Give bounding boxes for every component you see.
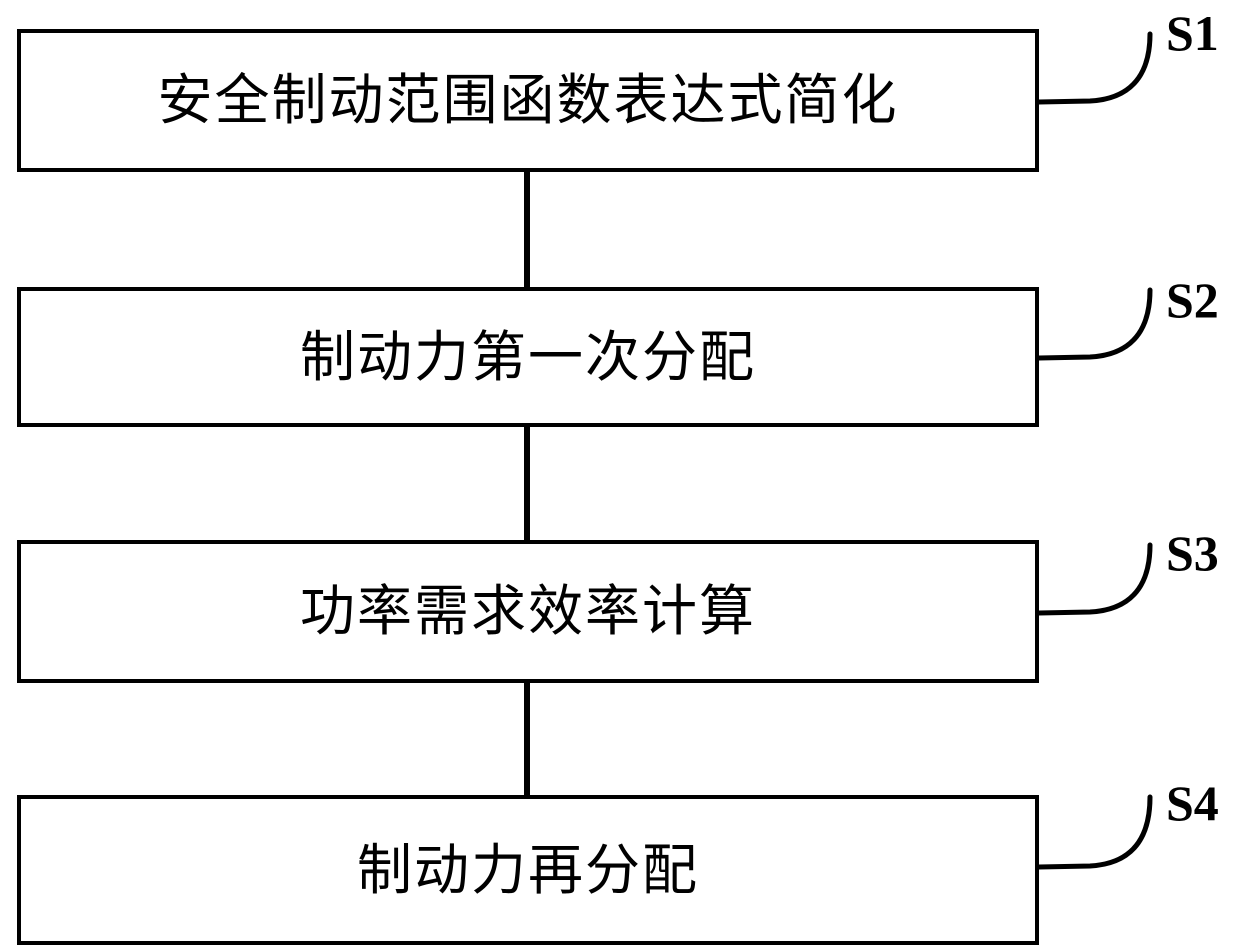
process-box-s4-label: 制动力再分配 <box>356 837 699 902</box>
process-box-s1[interactable]: 安全制动范围函数表达式简化 <box>17 29 1039 172</box>
process-box-s3[interactable]: 功率需求效率计算 <box>17 540 1039 683</box>
leader-line-group <box>1036 31 1153 870</box>
leader-line-s1 <box>1036 31 1153 105</box>
leader-line-s3 <box>1036 542 1153 616</box>
process-box-s2[interactable]: 制动力第一次分配 <box>17 287 1039 427</box>
leader-line-s2 <box>1036 287 1153 361</box>
step-tag-s1: S1 <box>1166 5 1219 61</box>
process-box-s3-label: 功率需求效率计算 <box>299 579 756 643</box>
leader-line-s4 <box>1036 794 1153 870</box>
process-box-s2-label: 制动力第一次分配 <box>299 324 756 389</box>
process-box-s4[interactable]: 制动力再分配 <box>17 795 1039 945</box>
step-tag-s3: S3 <box>1166 525 1219 581</box>
step-tag-s2: S2 <box>1166 272 1219 328</box>
step-tag-s4: S4 <box>1166 775 1219 831</box>
process-box-s1-label: 安全制动范围函数表达式简化 <box>157 68 899 132</box>
